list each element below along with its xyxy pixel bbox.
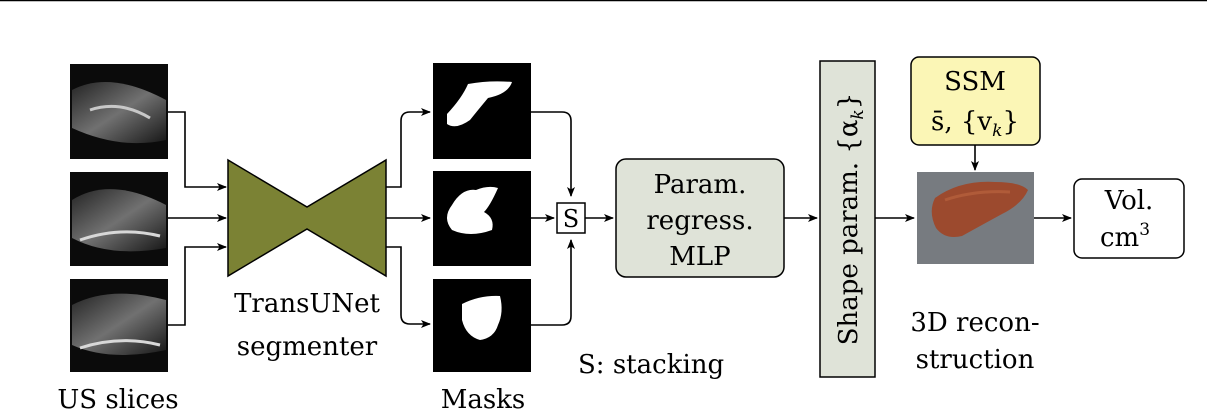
us-slices-label: US slices (57, 385, 178, 411)
volume-line1: Vol. (1104, 186, 1154, 216)
liver-reconstruction-image (917, 172, 1034, 264)
shape-param-text: Shape param. {α (834, 120, 864, 346)
ssm-line2-close: } (1002, 107, 1019, 137)
mask-2 (433, 171, 531, 266)
stack-symbol: S (563, 205, 579, 233)
recon-label-line1: 3D recon- (910, 308, 1039, 338)
volume-unit-sup: 3 (1139, 220, 1150, 240)
arrow-slice3-to-segmenter (168, 243, 227, 326)
masks-label: Masks (441, 385, 526, 411)
segmenter-label-line2: segmenter (237, 332, 378, 362)
mask-3 (433, 279, 531, 372)
recon-label-line2: struction (916, 345, 1035, 375)
mask-1 (433, 63, 531, 159)
us-slice-2 (70, 172, 168, 266)
shape-param-close: } (834, 93, 864, 110)
arrow-segmenter-to-mask3 (386, 246, 431, 328)
mlp-line2: regress. (646, 206, 753, 236)
arrow-mask1-to-stack (531, 111, 575, 197)
volume-box (1073, 178, 1185, 259)
us-slice-1 (70, 64, 168, 159)
volume-unit: cm (1100, 223, 1139, 253)
segmenter-label-line1: TransUNet (234, 289, 380, 319)
shape-param-bar (819, 60, 876, 378)
stack-node (556, 202, 586, 234)
ssm-line2: s̄, {vk} (931, 107, 1019, 141)
arrow-segmenter-to-mask1 (386, 108, 431, 188)
segmenter-block (227, 158, 387, 278)
arrow-mask3-to-stack (531, 239, 575, 326)
mlp-line1: Param. (654, 170, 747, 200)
volume-line2: cm3 (1100, 220, 1150, 253)
ssm-line2-sub: k (992, 121, 1002, 141)
arrow-slice1-to-segmenter (168, 111, 227, 191)
shape-param-label: Shape param. {αk} (834, 93, 868, 346)
ssm-title: SSM (944, 67, 1006, 97)
stacking-note: S: stacking (578, 350, 724, 380)
shape-param-sub: k (848, 109, 868, 119)
us-slice-3 (70, 279, 168, 372)
mlp-line3: MLP (669, 242, 730, 272)
ssm-line2-text: s̄, {v (931, 107, 992, 137)
